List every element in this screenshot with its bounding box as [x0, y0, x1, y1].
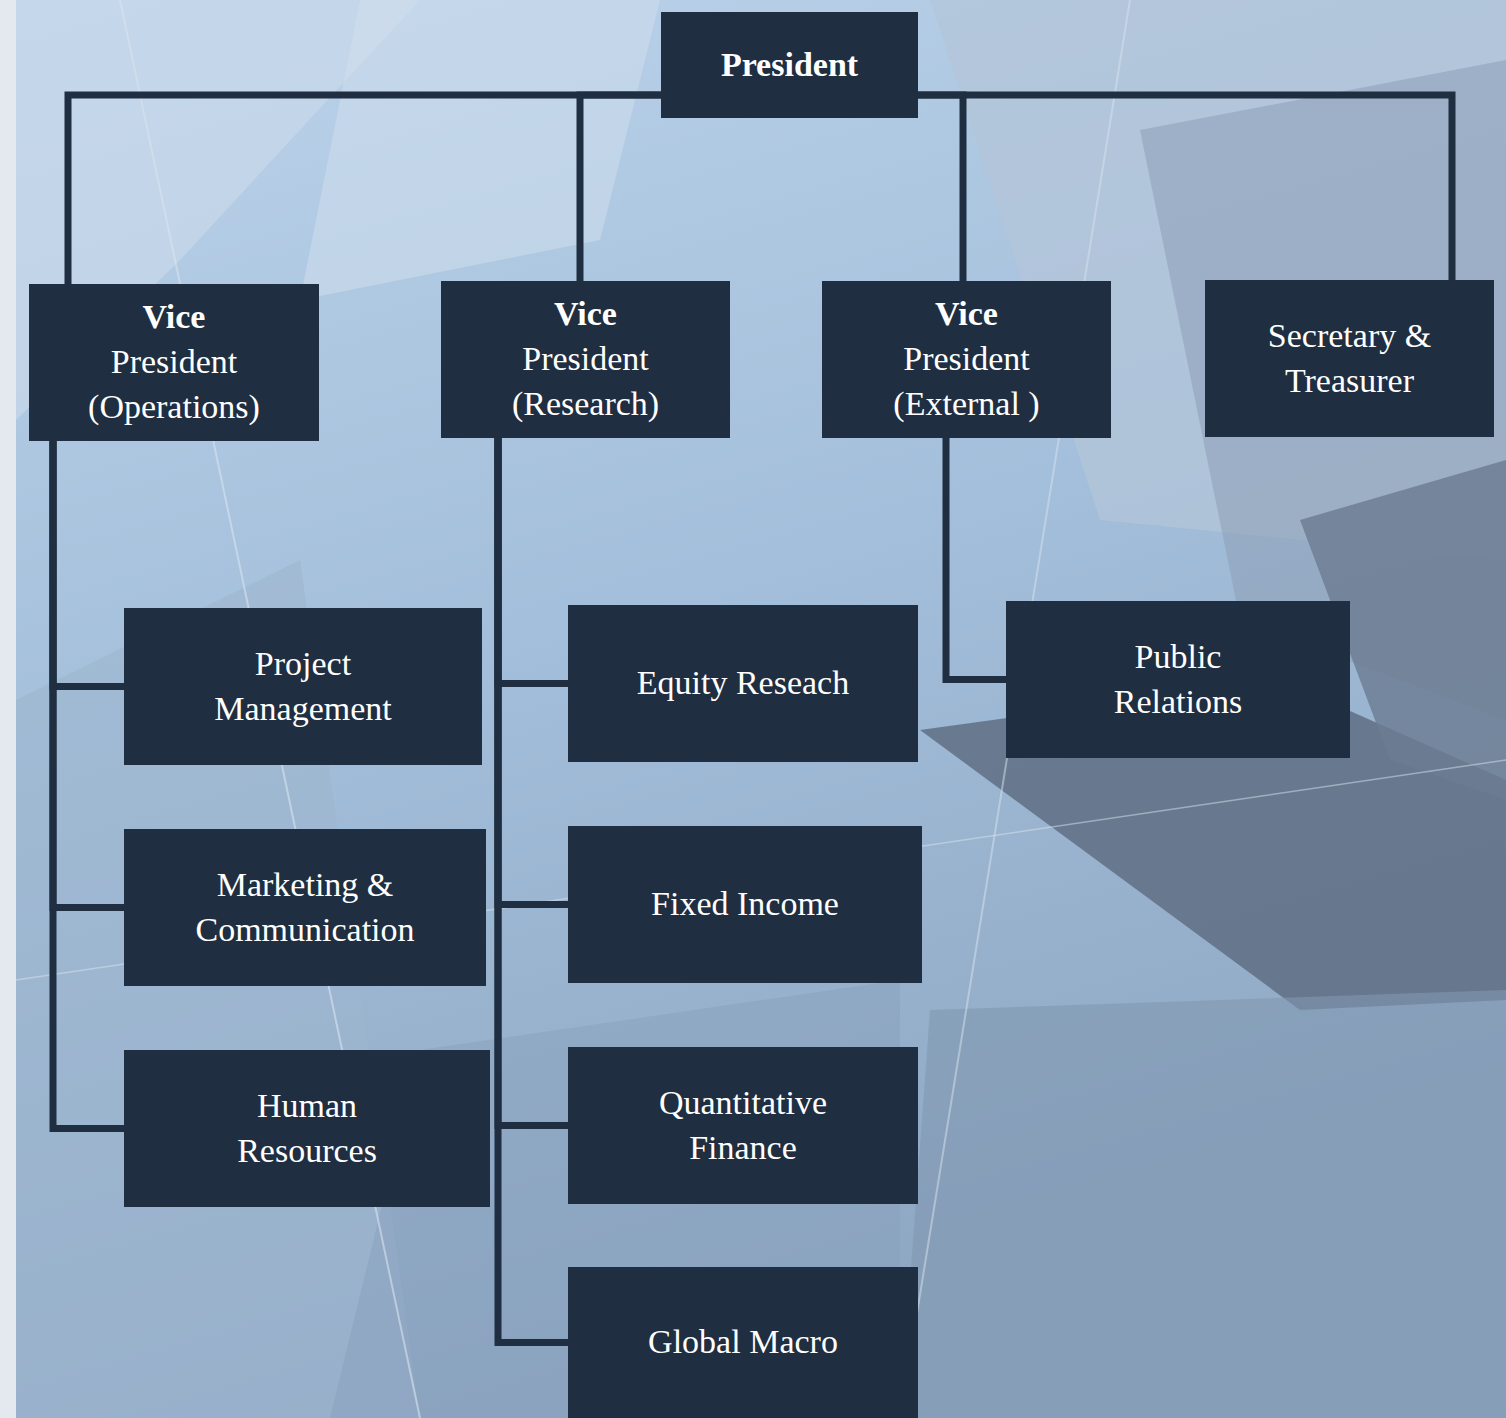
org-box: VicePresident (Research) — [441, 281, 730, 438]
org-box: VicePresident (Operations) — [29, 284, 319, 441]
org-box: Human Resources — [124, 1050, 490, 1207]
box-label: Quantitative Finance — [623, 1081, 863, 1171]
connector — [946, 438, 1006, 680]
box-label: Vice — [935, 292, 998, 337]
box-label: Fixed Income — [651, 882, 839, 927]
org-box: Global Macro — [568, 1267, 918, 1418]
connector — [918, 95, 963, 281]
connector — [498, 438, 568, 684]
connector — [53, 441, 124, 1129]
connector — [498, 438, 568, 905]
box-label: Secretary & Treasurer — [1221, 314, 1478, 404]
connector — [53, 441, 124, 908]
box-label: Human Resources — [187, 1084, 427, 1174]
box-label: President (External ) — [838, 337, 1095, 427]
org-box: Public Relations — [1006, 601, 1350, 758]
box-label: Project Management — [183, 642, 423, 732]
org-box: Project Management — [124, 608, 482, 765]
box-label: Marketing & Communication — [155, 863, 455, 953]
connector — [498, 438, 568, 1126]
org-box: Fixed Income — [568, 826, 922, 983]
org-box: President — [661, 12, 918, 118]
connector — [918, 95, 1452, 280]
connector — [68, 95, 661, 284]
box-label: President (Research) — [457, 337, 714, 427]
org-box: Quantitative Finance — [568, 1047, 918, 1204]
org-box: VicePresident (External ) — [822, 281, 1111, 438]
box-label: Vice — [143, 295, 206, 340]
org-box: Equity Reseach — [568, 605, 918, 762]
box-label: President — [721, 43, 858, 88]
box-label: Vice — [554, 292, 617, 337]
box-label: Equity Reseach — [637, 661, 849, 706]
connector — [498, 438, 568, 1343]
connector — [580, 95, 661, 281]
connector — [53, 441, 124, 687]
org-box: Marketing & Communication — [124, 829, 486, 986]
box-label: Public Relations — [1068, 635, 1288, 725]
box-label: Global Macro — [648, 1320, 838, 1365]
org-box: Secretary & Treasurer — [1205, 280, 1494, 437]
box-label: President (Operations) — [45, 340, 303, 430]
